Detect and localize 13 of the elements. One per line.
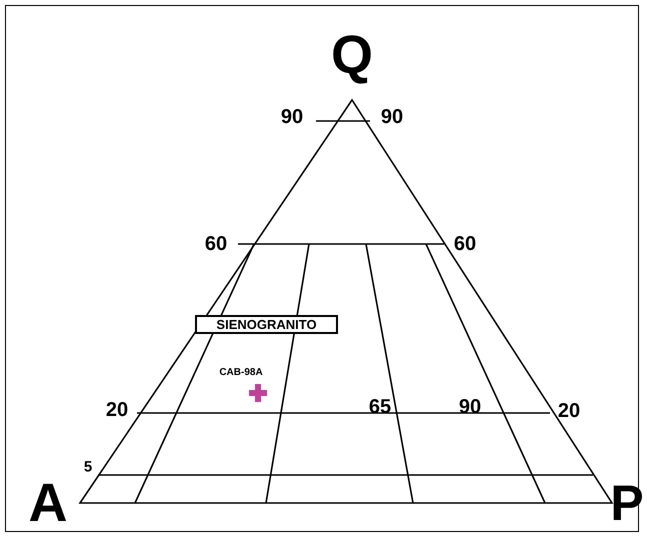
scale-value: 90 bbox=[380, 107, 404, 127]
scale-value: 90 bbox=[458, 397, 482, 417]
vertex-label: Q bbox=[331, 28, 373, 82]
scale-value: 20 bbox=[106, 400, 128, 420]
scale-value: 65 bbox=[368, 397, 392, 417]
rock-name-label: SIENOGRANITO bbox=[195, 315, 338, 334]
scale-value: 20 bbox=[558, 401, 580, 421]
scale-value: 60 bbox=[454, 234, 476, 254]
scale-value: 5 bbox=[84, 460, 92, 474]
sample-label: CAB-98A bbox=[219, 368, 263, 378]
scale-value: 90 bbox=[280, 107, 304, 127]
vertex-label: A bbox=[28, 476, 68, 530]
scale-value: 60 bbox=[204, 234, 228, 254]
